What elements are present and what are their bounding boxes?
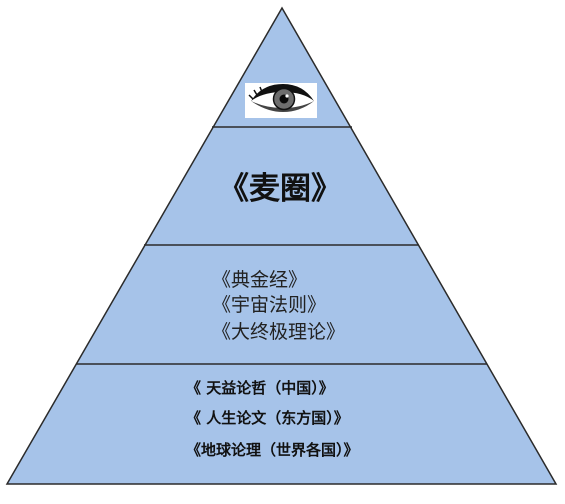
tier3-line-3: 《大终极理论》 <box>212 321 345 343</box>
tier3-line-1: 《典金经》 <box>212 269 307 291</box>
pyramid-shape <box>5 6 558 485</box>
tier4-line-3: 《地球论理（世界各国）》 <box>186 441 359 459</box>
tier2-title: 《麦圈》 <box>218 171 342 207</box>
tier4-line-2: 《 人生论文（东方国）》 <box>186 409 349 427</box>
tier3-line-2: 《宇宙法则》 <box>212 294 326 316</box>
tier4-line-1: 《 天益论哲（中国）》 <box>186 379 334 397</box>
eye-icon <box>245 83 317 118</box>
